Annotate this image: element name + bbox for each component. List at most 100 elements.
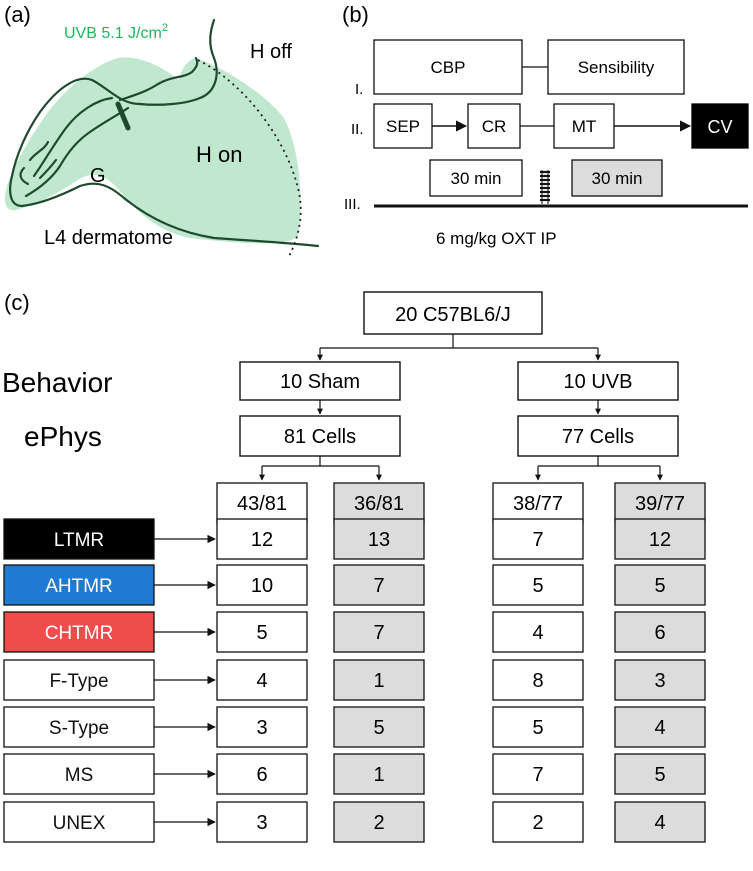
value-label: 6	[256, 764, 267, 786]
sep-box	[373, 103, 433, 149]
root-label: 20 C57BL6/J	[395, 304, 511, 326]
value-label: 4	[654, 812, 665, 834]
cells-box	[239, 415, 401, 457]
value-label: 8	[532, 670, 543, 692]
hindpaw-outline	[9, 18, 320, 248]
injection-marker	[540, 170, 550, 204]
category-label: CHTMR	[45, 623, 114, 644]
group-box	[517, 361, 679, 401]
cbp-label: CBP	[431, 58, 466, 77]
panel-b-label: (b)	[342, 2, 369, 27]
category-box	[3, 564, 155, 606]
panel-a-label: (a)	[4, 2, 31, 27]
value-cell	[216, 564, 308, 606]
split-box	[614, 482, 706, 524]
row-label-1: I.	[355, 81, 363, 98]
value-cell	[333, 801, 425, 843]
dermatome-label: L4 dermatome	[44, 227, 173, 249]
value-cell	[614, 659, 706, 701]
value-cell	[492, 659, 584, 701]
value-label: 2	[373, 812, 384, 834]
category-label: UNEX	[53, 813, 106, 834]
value-cell	[492, 564, 584, 606]
value-cell	[492, 518, 584, 560]
post-injection-label: 30 min	[591, 169, 642, 188]
value-cell	[614, 753, 706, 795]
category-label: AHTMR	[45, 576, 113, 597]
group-label: 10 UVB	[564, 371, 633, 393]
panel-c: (c) Behavior ePhys 20 C57BL6/J 10 Sham81…	[2, 290, 706, 843]
value-cell	[216, 801, 308, 843]
value-cell	[216, 706, 308, 748]
sensibility-label: Sensibility	[578, 58, 655, 77]
value-cell	[614, 518, 706, 560]
value-cell	[333, 706, 425, 748]
value-label: 3	[256, 717, 267, 739]
category-label: MS	[65, 765, 94, 786]
value-cell	[614, 801, 706, 843]
value-cell	[492, 706, 584, 748]
value-cell	[614, 611, 706, 653]
split-label: 39/77	[635, 493, 685, 515]
split-label: 43/81	[237, 493, 287, 515]
value-label: 7	[532, 529, 543, 551]
category-box	[3, 706, 155, 748]
mt-label: MT	[572, 117, 597, 136]
value-cell	[216, 753, 308, 795]
pre-injection-box	[429, 159, 523, 197]
category-box	[3, 801, 155, 843]
value-cell	[492, 611, 584, 653]
value-label: 13	[368, 529, 390, 551]
value-label: 10	[251, 575, 273, 597]
cv-box	[691, 103, 749, 149]
value-label: 4	[532, 622, 543, 644]
category-label: LTMR	[54, 530, 104, 551]
illumination-boundary	[197, 59, 302, 259]
value-cell	[492, 801, 584, 843]
cells-label: 77 Cells	[562, 426, 634, 448]
cr-box	[467, 103, 521, 149]
category-box	[3, 753, 155, 795]
value-cell	[333, 518, 425, 560]
panel-c-label: (c)	[4, 290, 30, 315]
ephys-label: ePhys	[24, 421, 102, 452]
value-label: 4	[256, 670, 267, 692]
split-box	[216, 482, 308, 524]
sep-label: SEP	[386, 117, 420, 136]
value-label: 12	[649, 529, 671, 551]
value-label: 5	[532, 575, 543, 597]
cbp-box	[373, 39, 523, 95]
category-label: S-Type	[49, 718, 109, 739]
value-cell	[333, 611, 425, 653]
value-label: 5	[654, 575, 665, 597]
value-label: 7	[373, 575, 384, 597]
panel-a: (a) UVB 5.1 J/cm2 H off H on G L4 dermat…	[4, 2, 320, 259]
value-cell	[333, 753, 425, 795]
value-label: 5	[373, 717, 384, 739]
cells-label: 81 Cells	[284, 426, 356, 448]
value-cell	[216, 518, 308, 560]
root-box	[363, 291, 543, 335]
cells-box	[517, 415, 679, 457]
row-label-2: II.	[351, 121, 364, 138]
value-cell	[333, 564, 425, 606]
value-label: 3	[654, 670, 665, 692]
split-box	[492, 482, 584, 524]
uvb-dose-label: UVB 5.1 J/cm2	[64, 22, 168, 42]
h-off-label: H off	[250, 41, 292, 63]
value-cell	[333, 659, 425, 701]
value-label: 2	[532, 812, 543, 834]
split-label: 38/77	[513, 493, 563, 515]
uvb-irradiated-area	[4, 57, 301, 244]
value-label: 4	[654, 717, 665, 739]
root-connector	[317, 334, 601, 361]
category-box	[3, 611, 155, 653]
value-label: 6	[654, 622, 665, 644]
post-injection-box	[571, 159, 663, 197]
sensibility-box	[547, 39, 685, 95]
category-box	[3, 518, 155, 560]
value-label: 5	[256, 622, 267, 644]
value-label: 7	[373, 622, 384, 644]
injection-label: 6 mg/kg OXT IP	[436, 229, 557, 248]
